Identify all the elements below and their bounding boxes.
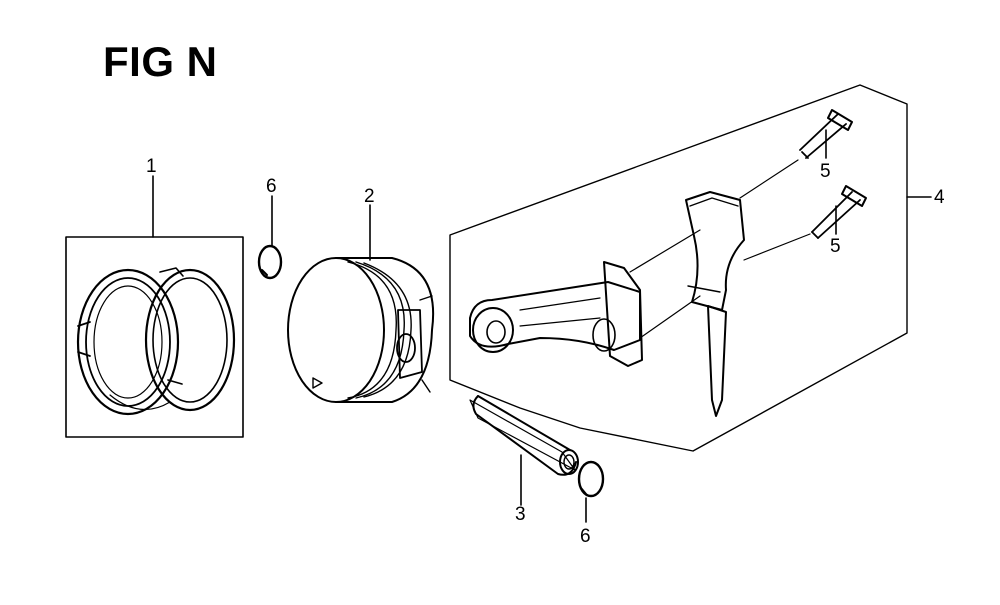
callout-connecting-rod-assembly: 4	[934, 187, 945, 208]
rod-bolt-lower	[743, 185, 867, 261]
callout-rod-bolt-lower: 5	[830, 236, 841, 257]
pin-clip-upper	[257, 195, 283, 280]
callout-piston-pin: 3	[515, 504, 526, 525]
ring-set-box	[65, 236, 244, 438]
callout-pin-clip-upper: 6	[266, 176, 277, 197]
piston-pin	[469, 395, 579, 506]
pin-clip-lower	[577, 460, 605, 523]
figure-title: FIG N	[103, 38, 218, 85]
piston-ring-set	[65, 175, 244, 438]
connecting-rod-assembly	[449, 84, 932, 452]
rod-bolt-upper	[739, 109, 853, 199]
callout-rod-bolt-upper: 5	[820, 161, 831, 182]
callout-piston: 2	[364, 186, 375, 207]
callout-piston-ring-set: 1	[146, 156, 157, 177]
callout-pin-clip-lower: 6	[580, 526, 591, 547]
rod-assembly-outline	[449, 84, 908, 452]
piston	[287, 204, 435, 403]
